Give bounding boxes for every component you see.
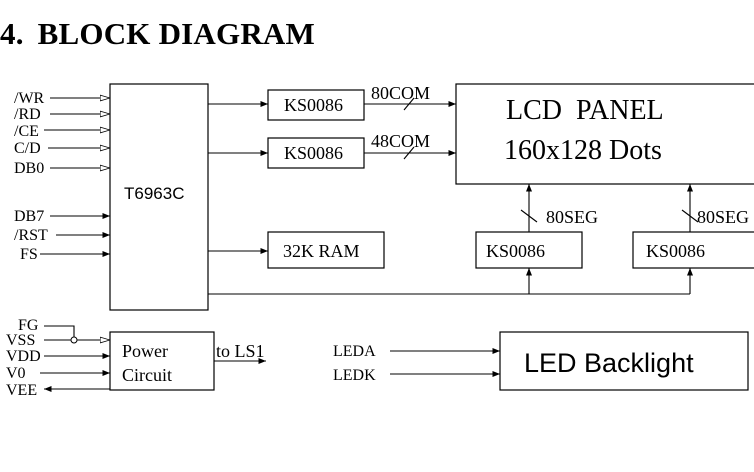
section-number: 4.	[0, 16, 24, 51]
section-heading: 4. BLOCK DIAGRAM	[0, 16, 315, 52]
seg-bus-label-2: 80SEG	[697, 207, 749, 227]
fg-junction-dot	[70, 336, 78, 344]
pin-label-db0: DB0	[14, 160, 44, 177]
seg-driver-label-2: KS0086	[646, 241, 705, 261]
controller-label: T6963C	[124, 184, 184, 203]
section-title: BLOCK DIAGRAM	[37, 16, 315, 51]
pin-label-ce: /CE	[14, 123, 39, 140]
seg-driver-label-1: KS0086	[486, 241, 545, 261]
com-bus-label-2: 48COM	[371, 131, 430, 151]
pin-label-cd: C/D	[14, 140, 41, 157]
controller-block	[109, 83, 209, 311]
pin-label-fs: FS	[20, 246, 38, 263]
pin-label-db7: DB7	[14, 208, 44, 225]
pin-label-rst: /RST	[14, 227, 48, 244]
pin-label-fg: FG	[18, 317, 39, 334]
pin-label-vdd: VDD	[6, 348, 41, 365]
pin-label-v0: V0	[6, 365, 26, 382]
power-label-line2: Circuit	[122, 365, 172, 385]
com-driver-box	[267, 89, 365, 121]
ram-label: 32K RAM	[283, 241, 360, 261]
com-driver-label-1: KS0086	[284, 95, 343, 115]
backlight-label: LED Backlight	[524, 348, 694, 378]
lcd-panel-block	[455, 83, 754, 185]
ram-block	[267, 231, 385, 269]
pin-label-rd: /RD	[14, 106, 41, 123]
seg-driver-box	[632, 231, 754, 269]
controller-bus-lines	[208, 97, 699, 295]
com-driver-label-2: KS0086	[284, 143, 343, 163]
pin-label-vee: VEE	[6, 382, 37, 399]
power-label-line1: Power	[122, 341, 168, 361]
panel-resolution: 160x128 Dots	[504, 135, 662, 166]
panel-title: LCD PANEL	[506, 95, 664, 126]
power-output-label: to LS1	[216, 341, 265, 361]
seg-bus-label-1: 80SEG	[546, 207, 598, 227]
pin-label-vss: VSS	[6, 332, 35, 349]
power-pin-connectors	[40, 325, 500, 393]
com-bus-label-1: 80COM	[371, 83, 430, 103]
pin-label-leda: LEDA	[333, 343, 376, 360]
control-pin-connectors	[40, 98, 110, 258]
led-backlight-block	[499, 331, 749, 391]
pin-label-wr: /WR	[14, 90, 45, 107]
pin-label-ledk: LEDK	[333, 367, 376, 384]
